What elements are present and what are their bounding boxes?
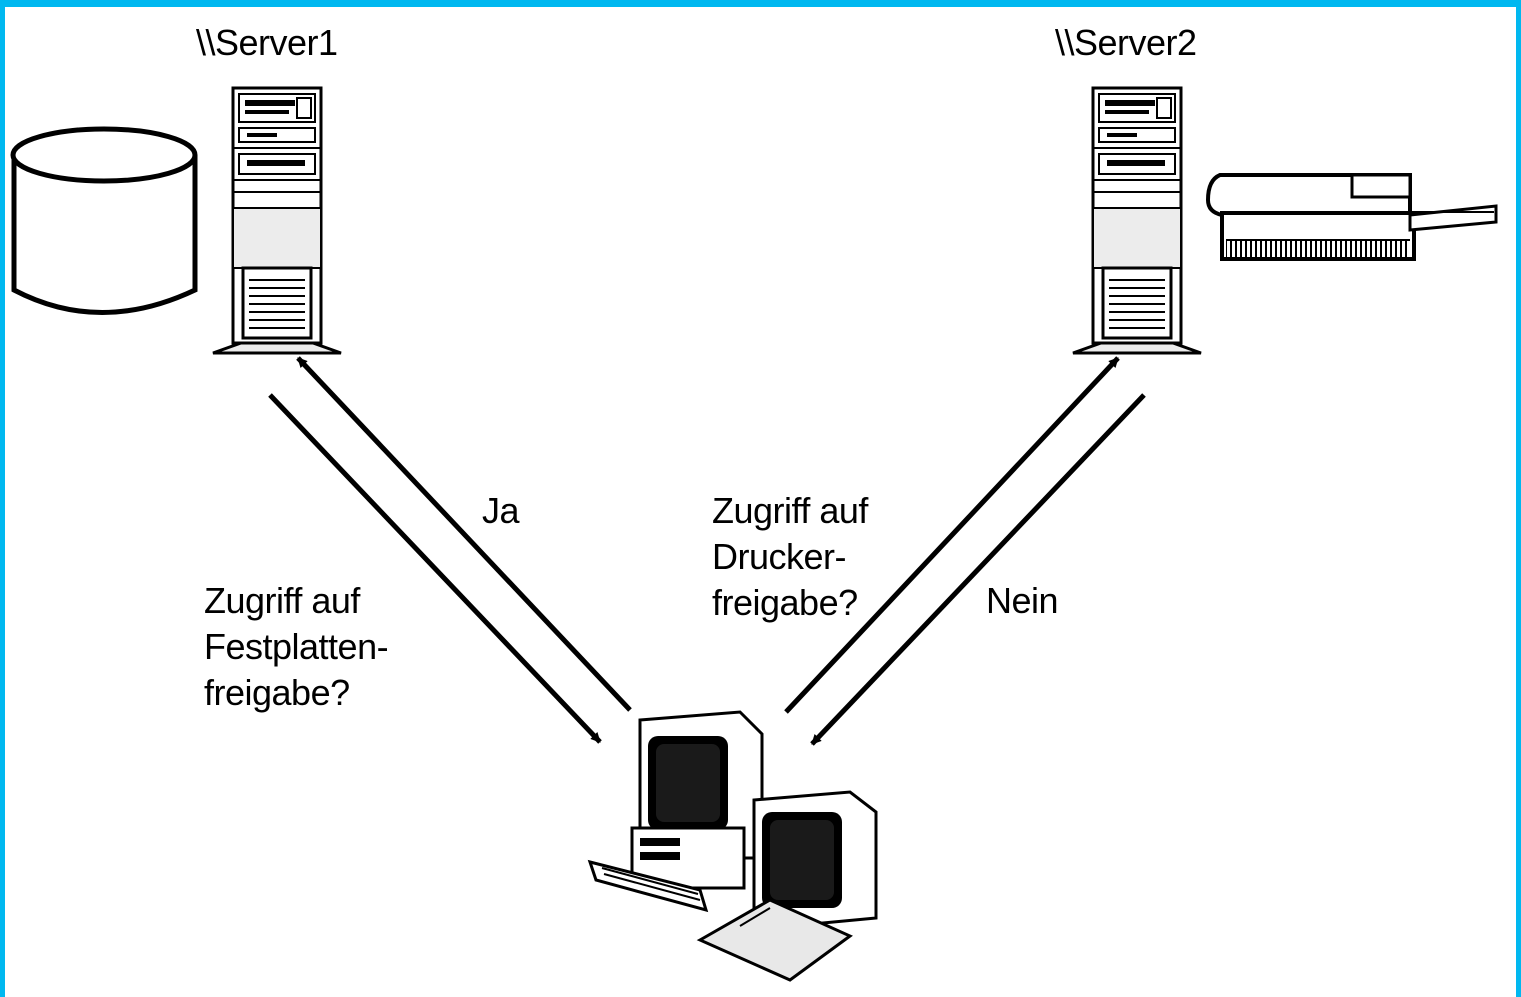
disk-icon [10, 126, 198, 315]
server1-tower-icon [211, 86, 343, 355]
response-arrow-server2 [810, 393, 1146, 746]
printer-request-line: freigabe? [712, 582, 858, 623]
printer-request-line: Drucker- [712, 536, 847, 577]
printer-icon [1205, 173, 1498, 261]
disk-request-line: Festplatten- [204, 626, 389, 667]
disk-request-line: freigabe? [204, 672, 350, 713]
ja-label: Ja [482, 490, 520, 531]
printer-request-line: Zugriff auf [712, 490, 868, 531]
disk-request-line: Zugriff auf [204, 580, 360, 621]
workstation-icon [587, 710, 878, 982]
server1-label: \\Server1 [196, 22, 338, 63]
request-arrow-server2 [784, 356, 1120, 714]
request-arrow-server1 [268, 393, 602, 744]
server2-label: \\Server2 [1055, 22, 1197, 63]
server2-tower-icon [1071, 86, 1203, 355]
nein-label: Nein [986, 580, 1059, 621]
response-arrow-server1 [296, 356, 632, 712]
printer-request-label: Zugriff auf Drucker- freigabe? [712, 488, 868, 626]
disk-request-label: Zugriff auf Festplatten- freigabe? [204, 578, 389, 716]
